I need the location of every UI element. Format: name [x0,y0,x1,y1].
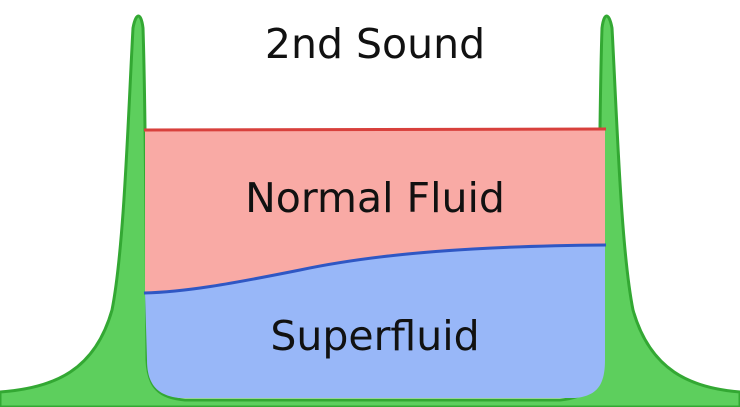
normal-fluid-surface-line [143,127,607,132]
diagram-title: 2nd Sound [265,20,485,68]
normal-fluid-label: Normal Fluid [245,174,505,222]
superfluid-interface-line [143,243,607,295]
superfluid-region [145,245,605,398]
normal-fluid-region [145,129,605,293]
superfluid-label: Superfluid [270,312,479,360]
container-outline [0,14,740,407]
